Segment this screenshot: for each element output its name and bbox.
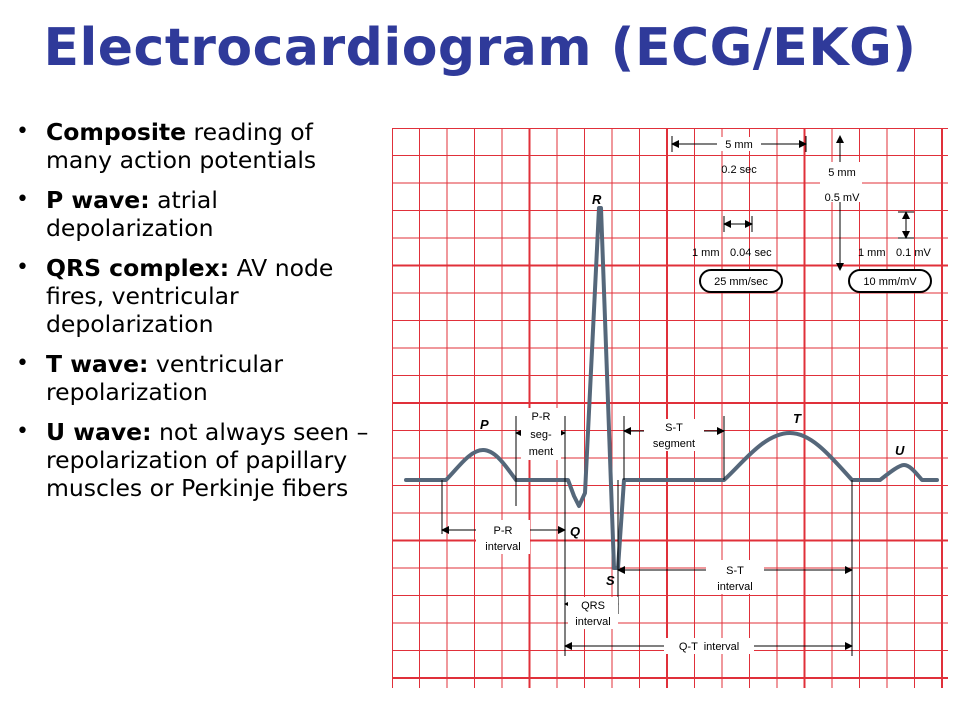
ecg-diagram: R P T U Q S 5 mm 0.2 sec 1 mm 0.04 sec 2… <box>392 128 948 688</box>
bullet-term: Composite <box>46 118 187 146</box>
pr-segment-label: seg- <box>530 429 552 441</box>
t-wave-label: T <box>793 411 802 426</box>
bullet-u-wave: • U wave: not always seen – repolarizatio… <box>14 418 386 502</box>
pr-segment-label: P-R <box>532 411 551 423</box>
bullet-dot: • <box>16 255 29 280</box>
bullet-term: QRS complex: <box>46 254 230 282</box>
st-segment-label: S-T <box>665 422 683 434</box>
bullet-list: • Composite reading of many action potent… <box>14 118 386 514</box>
bullet-dot: • <box>16 419 29 444</box>
bullet-text: reading of many action potentials <box>46 118 317 174</box>
ecg-trace <box>404 206 939 570</box>
bullet-composite: • Composite reading of many action potent… <box>14 118 386 174</box>
volt-5mm-label: 5 mm <box>828 167 856 179</box>
r-wave-label: R <box>592 192 602 207</box>
ecg-paper-background <box>392 128 948 688</box>
gain-pill <box>848 269 932 293</box>
volt-1mm-value: 0.1 mV <box>896 247 932 259</box>
bullet-dot: • <box>16 187 29 212</box>
time-1mm-label: 1 mm <box>692 247 720 259</box>
slide-title: Electrocardiogram (ECG/EKG) <box>43 18 917 78</box>
st-interval-label: S-T <box>726 565 744 577</box>
st-interval-label: interval <box>717 581 752 593</box>
bullet-text: atrial depolarization <box>46 186 218 242</box>
bullet-term: P wave: <box>46 186 150 214</box>
p-wave-label: P <box>480 417 489 432</box>
time-5mm-value: 0.2 sec <box>721 164 757 176</box>
bullet-text: ventricular repolarization <box>46 350 283 406</box>
pr-segment-label: ment <box>529 446 553 458</box>
bullet-term: T wave: <box>46 350 149 378</box>
paper-speed-label: 25 mm/sec <box>714 276 768 288</box>
bullet-dot: • <box>16 119 29 144</box>
pr-interval-label: P-R <box>494 525 513 537</box>
qt-interval-label: Q-T interval <box>679 641 739 653</box>
bullet-p-wave: • P wave: atrial depolarization <box>14 186 386 242</box>
bullet-t-wave: • T wave: ventricular repolarization <box>14 350 386 406</box>
bullet-text: not always seen – repolarization of papi… <box>46 418 369 502</box>
qrs-interval-label: interval <box>575 616 610 628</box>
pr-interval-label: interval <box>485 541 520 553</box>
bullet-qrs-complex: • QRS complex: AV node fires, ventricular… <box>14 254 386 338</box>
u-wave-label: U <box>895 443 905 458</box>
time-5mm-label: 5 mm <box>725 139 753 151</box>
st-segment-label: segment <box>653 438 695 450</box>
scale-annotations: 5 mm 0.2 sec 1 mm 0.04 sec 25 mm/sec 5 m… <box>671 135 932 293</box>
gain-label: 10 mm/mV <box>863 276 917 288</box>
volt-1mm-label: 1 mm <box>858 247 886 259</box>
qrs-interval-label: QRS <box>581 600 605 612</box>
s-wave-label: S <box>606 573 615 588</box>
q-wave-label: Q <box>570 524 580 539</box>
bullet-text: AV node fires, ventricular depolarizatio… <box>46 254 334 338</box>
bullet-term: U wave: <box>46 418 152 446</box>
interval-annotations: P-R seg- ment S-T segment P-R interval S… <box>441 408 853 656</box>
time-1mm-value: 0.04 sec <box>730 247 772 259</box>
volt-5mm-value: 0.5 mV <box>825 192 861 204</box>
paper-speed-pill <box>699 269 783 293</box>
bullet-dot: • <box>16 351 29 376</box>
